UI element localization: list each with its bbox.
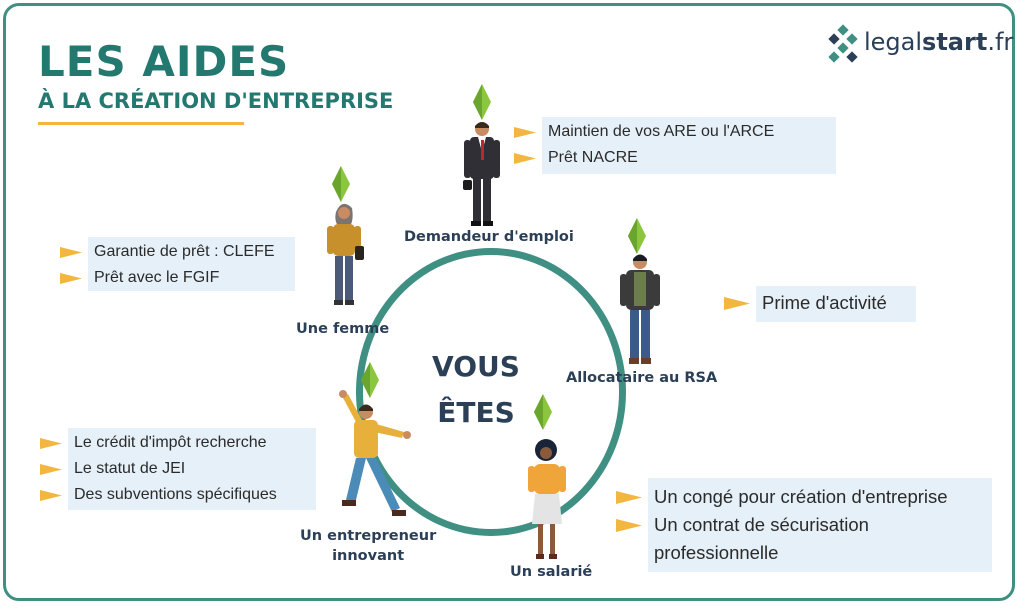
aid-item-text: Un congé pour création d'entreprise	[654, 486, 948, 507]
arrow-icon	[60, 247, 82, 258]
center-circle	[356, 248, 626, 536]
logo-text-part2: start	[922, 28, 988, 56]
aid-item: Garantie de prêt : CLEFE	[60, 239, 289, 265]
aid-item-text: Prêt NACRE	[548, 149, 638, 166]
logo-text-part1: legal	[864, 28, 923, 56]
aid-item: Le statut de JEI	[40, 456, 310, 482]
label-innovator-line1: Un entrepreneur	[300, 528, 437, 544]
logo-text: legalstart.fr	[864, 24, 1013, 60]
arrow-icon	[60, 273, 82, 284]
aid-item-text: Des subventions spécifiques	[74, 486, 277, 503]
center-text-line1: VOUS	[432, 350, 520, 383]
aid-item-text: Prêt avec le FGIF	[94, 269, 220, 286]
aid-item-text: professionnelle	[654, 542, 779, 563]
logo-mark-icon	[828, 24, 858, 63]
center-text-line2: ÊTES	[437, 396, 515, 429]
aid-item: Un congé pour création d'entreprise	[616, 483, 986, 511]
aid-item: Maintien de vos ARE ou l'ARCE	[514, 119, 830, 145]
plumbob-icon	[473, 84, 491, 120]
arrow-icon	[616, 491, 642, 504]
aid-item: Des subventions spécifiques	[40, 482, 310, 508]
label-innovator-line2: innovant	[332, 548, 405, 564]
arrow-icon	[724, 297, 750, 310]
person-employee-illustration	[528, 439, 566, 559]
arrow-icon	[514, 153, 536, 164]
aid-item: Un contrat de sécurisation	[616, 511, 986, 539]
logo-text-part3: .fr	[987, 28, 1014, 56]
aid-item-text: Le crédit d'impôt recherche	[74, 434, 267, 451]
aid-item-continuation: professionnelle	[654, 539, 986, 567]
aid-item-text: Garantie de prêt : CLEFE	[94, 243, 275, 260]
aid-box-rsa: Prime d'activité	[724, 286, 916, 322]
aid-item-text: Un contrat de sécurisation	[654, 514, 869, 535]
aid-item: Prêt avec le FGIF	[60, 265, 289, 291]
label-employee: Un salarié	[510, 564, 593, 580]
plumbob-icon	[628, 218, 646, 254]
person-woman-illustration	[327, 203, 364, 305]
aid-item: Prêt NACRE	[514, 145, 830, 171]
plumbob-icon	[361, 362, 379, 398]
aid-box-employee: Un congé pour création d'entreprise Un c…	[616, 478, 992, 572]
label-rsa: Allocataire au RSA	[566, 370, 718, 386]
center-text: VOUS ÊTES	[418, 344, 534, 436]
frame-border	[3, 3, 1015, 601]
arrow-icon	[40, 438, 62, 449]
arrow-icon	[616, 519, 642, 532]
label-innovator: Un entrepreneur innovant	[300, 526, 436, 566]
plumbob-icon	[332, 166, 350, 202]
title-underline	[38, 122, 244, 125]
aid-item-text: Prime d'activité	[762, 292, 887, 313]
label-job-seeker: Demandeur d'emploi	[404, 229, 574, 245]
arrow-icon	[40, 490, 62, 501]
person-rsa-illustration	[620, 254, 660, 364]
aid-item: Le crédit d'impôt recherche	[40, 430, 310, 456]
page-subtitle: À LA CRÉATION D'ENTREPRISE	[38, 89, 394, 113]
arrow-icon	[40, 464, 62, 475]
aid-item-text: Maintien de vos ARE ou l'ARCE	[548, 123, 775, 140]
plumbob-icon	[534, 394, 552, 430]
aid-box-job-seeker: Maintien de vos ARE ou l'ARCE Prêt NACRE	[514, 117, 836, 174]
arrow-icon	[514, 127, 536, 138]
page-title: LES AIDES	[38, 37, 290, 86]
label-woman: Une femme	[296, 321, 390, 337]
aid-item-text: Le statut de JEI	[74, 460, 186, 477]
person-innovator-illustration	[339, 390, 411, 516]
legalstart-logo: legalstart.fr	[826, 24, 1016, 64]
aid-box-innovator: Le crédit d'impôt recherche Le statut de…	[40, 428, 316, 510]
person-job-seeker-illustration	[463, 122, 500, 226]
aid-item: Prime d'activité	[724, 289, 910, 317]
aid-box-woman: Garantie de prêt : CLEFE Prêt avec le FG…	[60, 237, 295, 291]
